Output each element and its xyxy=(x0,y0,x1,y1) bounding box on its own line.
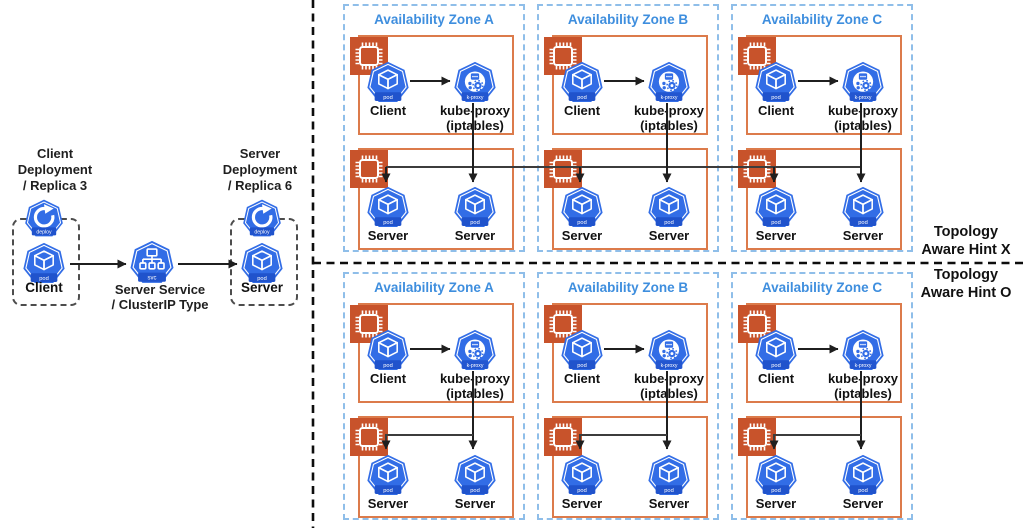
service-icon xyxy=(128,239,176,287)
pod-icon xyxy=(452,453,498,499)
kube-proxy-label: kube-proxy (iptables) xyxy=(827,371,899,401)
pod-icon xyxy=(365,328,411,374)
deploy-icon xyxy=(241,198,283,240)
topology-aware-hint-x-label: Topology Aware Hint X xyxy=(921,224,1011,258)
zone-title: Availability Zone A xyxy=(374,12,494,27)
server-pod-label: Server xyxy=(454,496,496,511)
pod-icon xyxy=(646,185,692,231)
client-pod-label: Client xyxy=(369,103,407,118)
client-deployment-title: Client Deployment / Replica 3 xyxy=(17,146,93,193)
server-pod-label: Server xyxy=(561,496,603,511)
server-pod-label: Server xyxy=(240,280,284,295)
zone-title: Availability Zone B xyxy=(567,280,689,295)
availability-zone-b-hint-o: Availability Zone B Client kube-proxy (i… xyxy=(537,272,719,520)
server-pod-label: Server xyxy=(648,228,690,243)
availability-zone-b-hint-x: Availability Zone B Client kube-proxy (i… xyxy=(537,4,719,252)
server-pod-label: Server xyxy=(842,228,884,243)
kube-proxy-label: kube-proxy (iptables) xyxy=(633,371,705,401)
client-pod-label: Client xyxy=(369,371,407,386)
server-pod-label: Server xyxy=(648,496,690,511)
service-title: Server Service / ClusterIP Type xyxy=(111,282,209,312)
server-pod-label: Server xyxy=(755,228,797,243)
pod-icon xyxy=(365,453,411,499)
deploy-icon xyxy=(23,198,65,240)
server-pod-label: Server xyxy=(367,496,409,511)
client-pod-label: Client xyxy=(757,103,795,118)
zone-title: Availability Zone C xyxy=(761,12,883,27)
zone-title: Availability Zone B xyxy=(567,12,689,27)
pod-icon xyxy=(753,185,799,231)
server-pod-label: Server xyxy=(842,496,884,511)
pod-icon xyxy=(559,60,605,106)
cpu-node-icon xyxy=(350,418,388,456)
pod-icon xyxy=(365,185,411,231)
pod-icon xyxy=(753,60,799,106)
zone-title: Availability Zone A xyxy=(374,280,494,295)
pod-icon xyxy=(559,453,605,499)
pod-icon xyxy=(646,453,692,499)
server-deployment-title: Server Deployment / Replica 6 xyxy=(222,146,298,193)
cpu-node-icon xyxy=(350,150,388,188)
cpu-node-icon xyxy=(544,418,582,456)
client-pod-label: Client xyxy=(757,371,795,386)
availability-zone-c-hint-o: Availability Zone C Client kube-proxy (i… xyxy=(731,272,913,520)
pod-icon xyxy=(452,185,498,231)
pod-icon xyxy=(559,185,605,231)
cpu-node-icon xyxy=(544,150,582,188)
kube-proxy-icon xyxy=(840,60,886,106)
kube-proxy-icon xyxy=(840,328,886,374)
server-pod-label: Server xyxy=(367,228,409,243)
pod-icon xyxy=(559,328,605,374)
kube-proxy-icon xyxy=(452,60,498,106)
topology-aware-hint-o-label: Topology Aware Hint O xyxy=(920,267,1012,301)
client-pod-label: Client xyxy=(25,280,63,295)
client-pod-label: Client xyxy=(563,103,601,118)
server-pod-label: Server xyxy=(755,496,797,511)
pod-icon xyxy=(753,328,799,374)
kube-proxy-label: kube-proxy (iptables) xyxy=(633,103,705,133)
availability-zone-c-hint-x: Availability Zone C Client kube-proxy (i… xyxy=(731,4,913,252)
pod-icon xyxy=(840,453,886,499)
kube-proxy-icon xyxy=(646,328,692,374)
cpu-node-icon xyxy=(738,418,776,456)
availability-zone-a-hint-x: Availability Zone A Client kube-proxy (i… xyxy=(343,4,525,252)
zone-title: Availability Zone C xyxy=(761,280,883,295)
kube-proxy-label: kube-proxy (iptables) xyxy=(827,103,899,133)
pod-icon xyxy=(753,453,799,499)
kube-proxy-icon xyxy=(452,328,498,374)
kube-proxy-label: kube-proxy (iptables) xyxy=(439,371,511,401)
cpu-node-icon xyxy=(738,150,776,188)
pod-icon xyxy=(840,185,886,231)
kube-proxy-label: kube-proxy (iptables) xyxy=(439,103,511,133)
kube-proxy-icon xyxy=(646,60,692,106)
availability-zone-a-hint-o: Availability Zone A Client kube-proxy (i… xyxy=(343,272,525,520)
pod-icon xyxy=(365,60,411,106)
server-pod-label: Server xyxy=(454,228,496,243)
client-pod-label: Client xyxy=(563,371,601,386)
server-pod-label: Server xyxy=(561,228,603,243)
